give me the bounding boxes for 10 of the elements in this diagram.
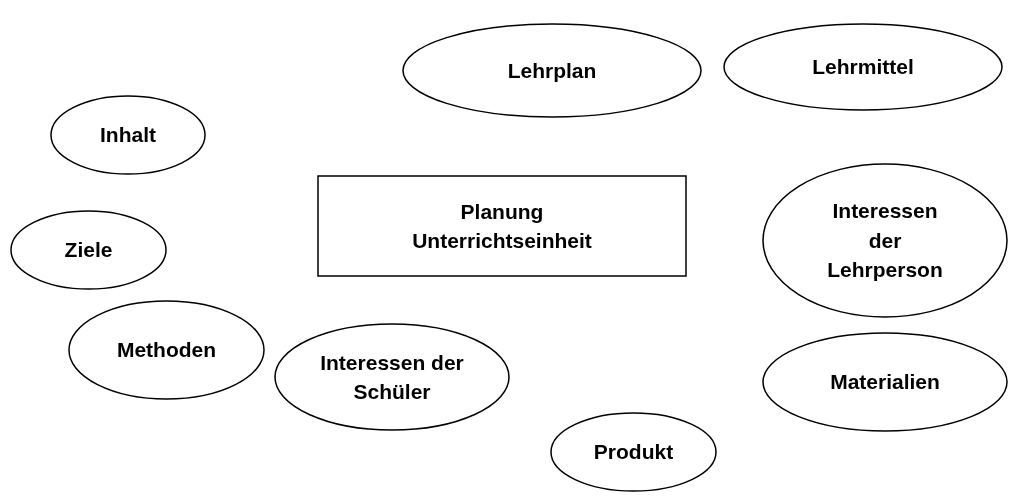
topic-label: Planung Unterrichtseinheit [411,198,593,254]
topic-label: Produkt [593,439,674,466]
topic-label: Lehrplan [507,57,597,84]
topic-label: Ziele [64,237,113,264]
topic-label: Methoden [116,337,217,364]
topic-label: Inhalt [100,122,156,149]
topic-label: Interessen der Lehrperson [826,198,944,284]
topic-label: Materialien [830,369,940,396]
topic-label: Interessen der Schüler [319,349,465,405]
topic-label: Lehrmittel [812,54,914,81]
